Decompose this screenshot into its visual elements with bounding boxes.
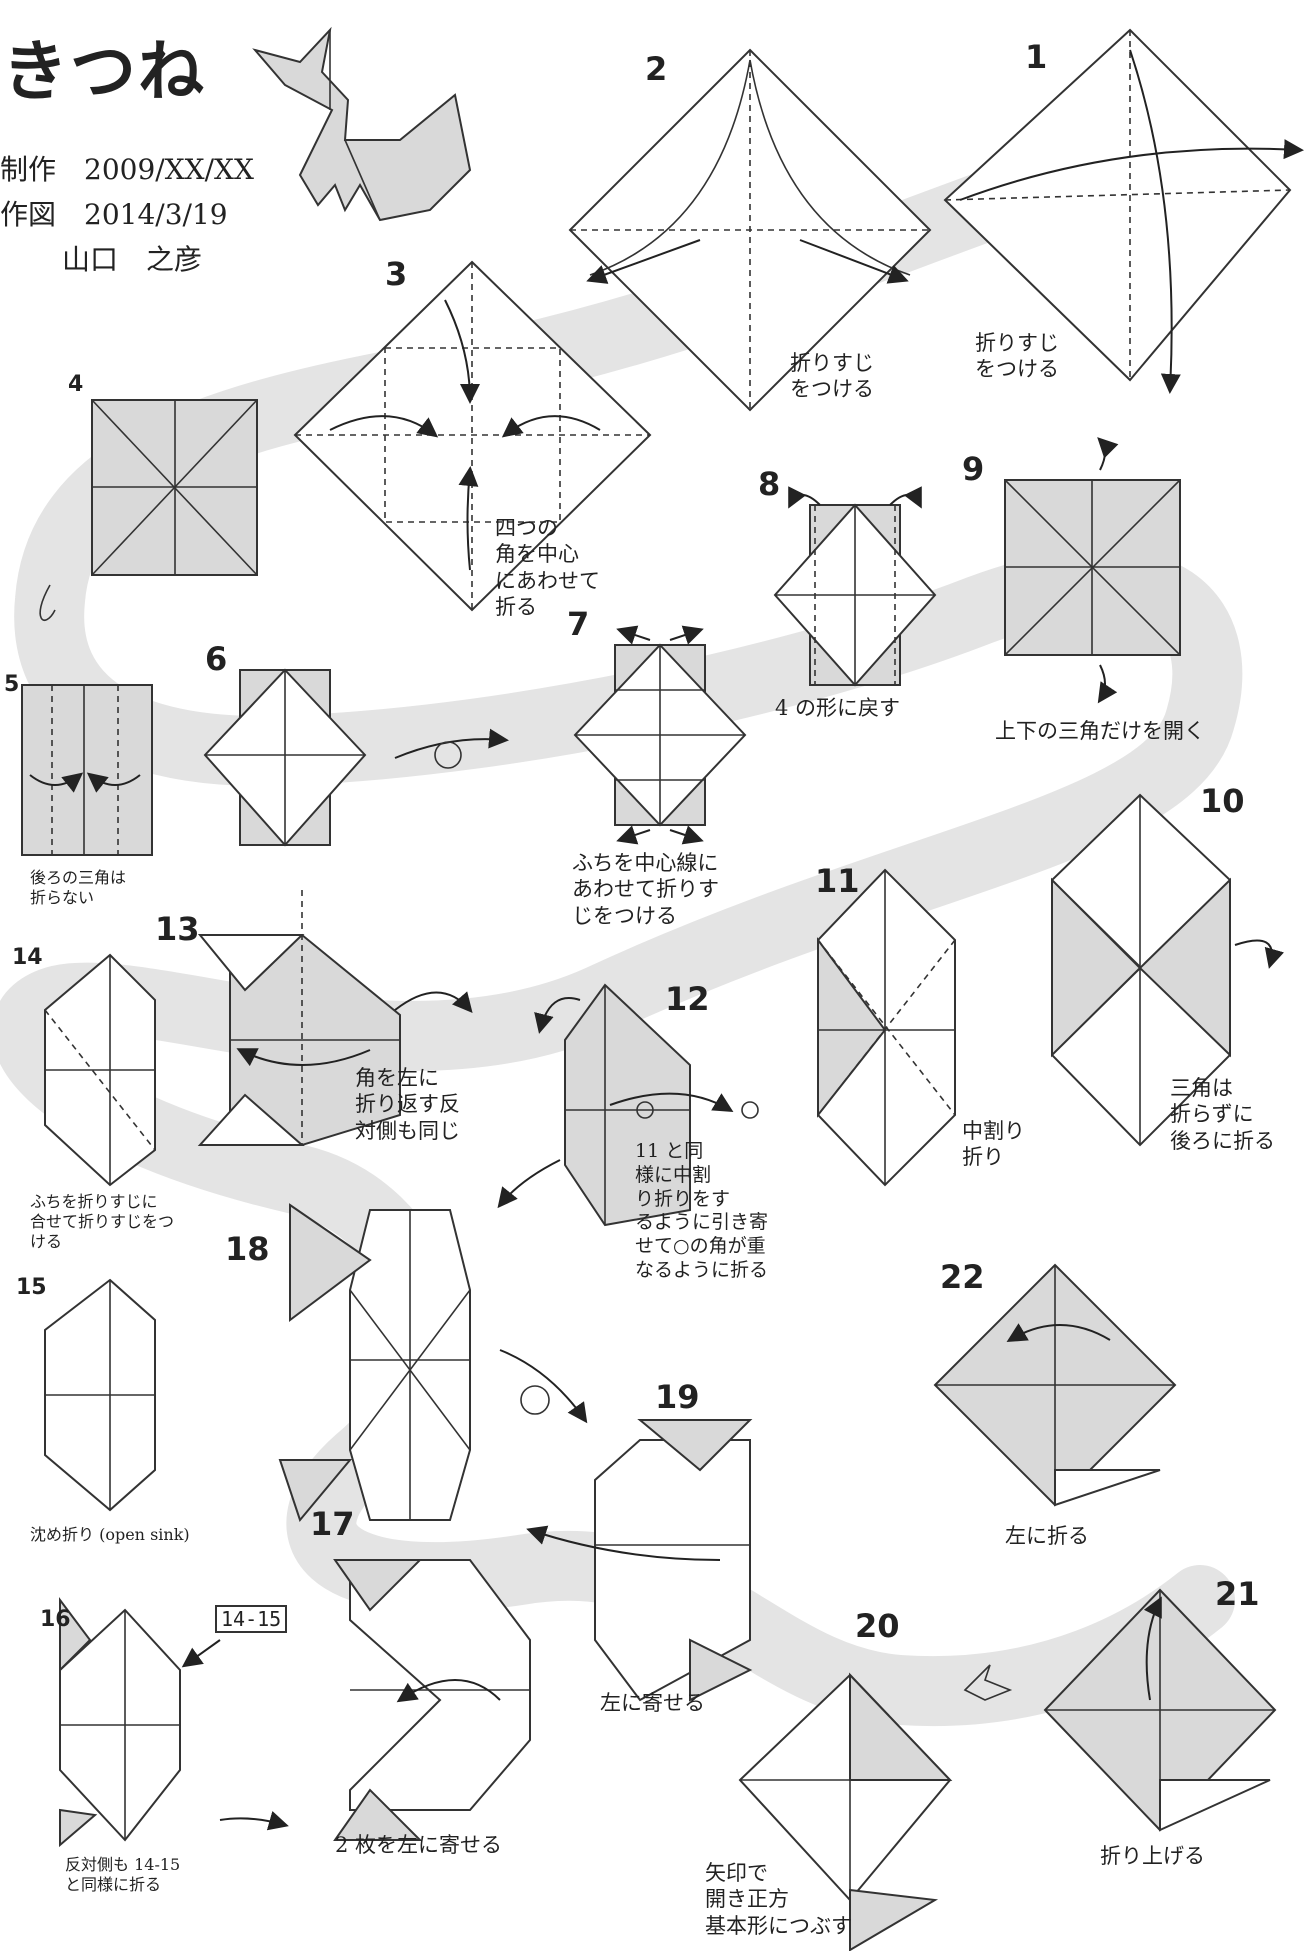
step-15-caption: 沈め折り (open sink) — [30, 1525, 190, 1545]
step-8-number: 8 — [758, 465, 780, 503]
step-4-number: 4 — [68, 372, 83, 397]
step-9-diagram — [1005, 440, 1180, 700]
created-label: 制作 — [0, 153, 56, 186]
step-5-diagram — [22, 685, 152, 855]
step-22-number: 22 — [940, 1258, 985, 1296]
created-row: 制作 2009/XX/XX — [0, 150, 254, 191]
step-16-diagram — [60, 1600, 285, 1845]
step-1-caption: 折りすじ をつける — [975, 330, 1059, 383]
step-13-caption: 角を左に 折り返す反 対側も同じ — [355, 1065, 460, 1144]
step-9-caption: 上下の三角だけを開く — [995, 718, 1205, 744]
step-9-number: 9 — [962, 450, 984, 488]
step-11-caption: 中割り 折り — [962, 1118, 1025, 1171]
step-22-diagram — [935, 1265, 1175, 1505]
step-5-caption: 後ろの三角は 折らない — [30, 868, 126, 908]
step-16-number: 16 — [40, 1607, 71, 1632]
step-20-caption: 矢印で 開き正方 基本形につぶす — [705, 1860, 852, 1939]
step-22-caption: 左に折る — [1005, 1523, 1089, 1549]
drawn-label: 作図 — [0, 198, 56, 231]
step-13-number: 13 — [155, 910, 200, 948]
step-14-caption: ふちを折りすじに 合せて折りすじをつ ける — [30, 1192, 174, 1252]
author: 山口 之彦 — [62, 240, 202, 281]
step-1-number: 1 — [1025, 38, 1047, 76]
step-17-caption: 2 枚を左に寄せる — [335, 1832, 502, 1858]
step-18-number: 18 — [225, 1230, 270, 1268]
step-17-diagram — [335, 1560, 530, 1840]
step-21-caption: 折り上げる — [1100, 1843, 1205, 1869]
step-21-number: 21 — [1215, 1575, 1260, 1613]
drawn-date: 2014/3/19 — [84, 198, 228, 231]
step-2-number: 2 — [645, 50, 667, 88]
step-17-number: 17 — [310, 1505, 355, 1543]
drawn-row: 作図 2014/3/19 — [0, 195, 228, 236]
step-11-diagram — [818, 870, 955, 1185]
step-19-number: 19 — [655, 1378, 700, 1416]
step-11-number: 11 — [815, 862, 860, 900]
step-7-caption: ふちを中心線に あわせて折りす じをつける — [572, 850, 719, 929]
step-20-number: 20 — [855, 1607, 900, 1645]
step-18-diagram — [280, 1205, 585, 1520]
step-6-number: 6 — [205, 640, 227, 678]
step-2-caption: 折りすじ をつける — [790, 350, 874, 403]
step-15-diagram — [45, 1280, 155, 1510]
step-6-diagram — [205, 670, 505, 845]
fox-illustration — [255, 30, 470, 220]
step-3-number: 3 — [385, 255, 407, 293]
step-14-number: 14 — [12, 945, 43, 970]
step-10-number: 10 — [1200, 782, 1245, 820]
step-21-diagram — [1045, 1590, 1275, 1830]
step-12-number: 12 — [665, 980, 710, 1018]
step-15-number: 15 — [16, 1275, 47, 1300]
step-3-caption: 四つの 角を中心 にあわせて 折る — [495, 515, 600, 620]
step-10-caption: 三角は 折らずに 後ろに折る — [1170, 1075, 1275, 1154]
reference-box-14-15: 14-15 — [215, 1605, 287, 1633]
step-12-caption: 11 と同 様に中割 り折りをす るように引き寄 せて○の角が重 なるように折る — [635, 1140, 768, 1283]
step-16-caption: 反対側も 14-15 と同様に折る — [65, 1855, 180, 1895]
step-19-caption: 左に寄せる — [600, 1690, 705, 1716]
step-8-caption: 4 の形に戻す — [775, 695, 900, 721]
step-5-number: 5 — [4, 672, 19, 697]
created-date: 2009/XX/XX — [84, 153, 254, 186]
page-title: きつね — [2, 30, 206, 113]
